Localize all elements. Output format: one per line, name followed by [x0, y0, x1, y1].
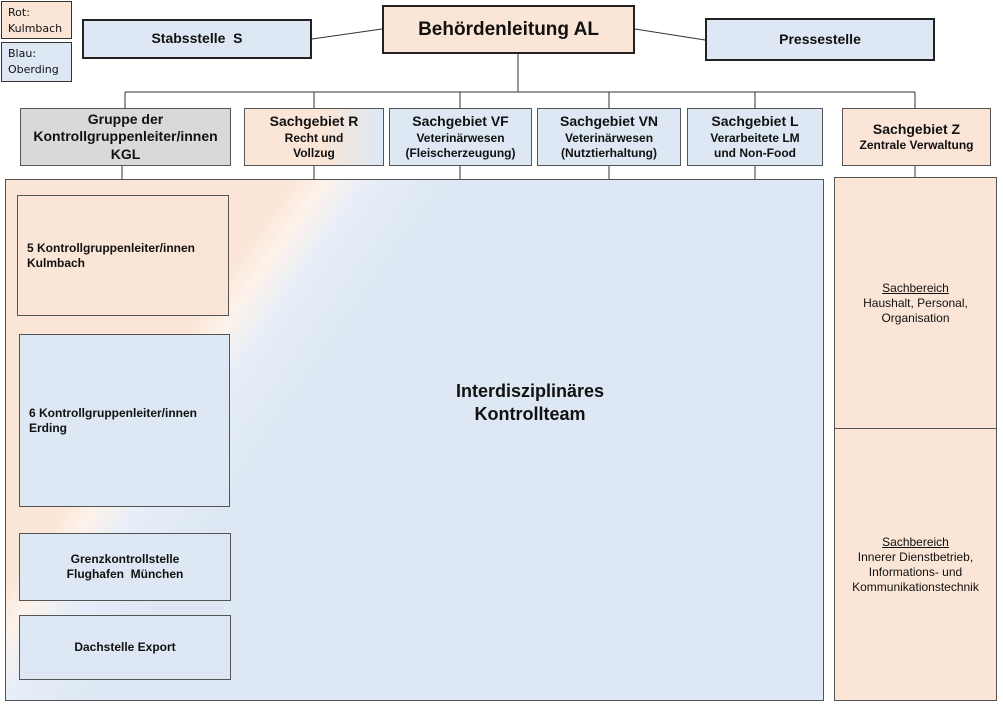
- dept-vf-line2: (Fleischerzeugung): [405, 145, 516, 160]
- kgl-box: Gruppe der Kontrollgruppenleiter/innen K…: [20, 108, 231, 166]
- group-erding-line2: Erding: [29, 420, 67, 435]
- export-box: Dachstelle Export: [19, 615, 231, 680]
- z-area-1-heading: Sachbereich: [882, 280, 949, 295]
- leadership-box: Behördenleitung AL: [382, 5, 635, 54]
- dept-l-title: Sachgebiet L: [711, 113, 799, 130]
- staff-unit-box: Stabsstelle S: [82, 19, 312, 59]
- dept-vf-title: Sachgebiet VF: [412, 113, 509, 130]
- kgl-line2: Kontrollgruppenleiter/innen: [33, 128, 218, 145]
- kgl-line3: KGL: [110, 145, 141, 162]
- control-team-line2: Kontrollteam: [474, 403, 586, 424]
- z-area-2-line3: Kommunikationstechnik: [852, 579, 979, 594]
- legend-red-label: Rot:: [8, 6, 30, 19]
- dept-vn-line2: (Nutztierhaltung): [561, 145, 657, 160]
- z-area-2-line2: Informations- und: [868, 564, 963, 579]
- z-area-2-box: Sachbereich Innerer Dienstbetrieb, Infor…: [834, 428, 997, 701]
- z-area-1-line2: Organisation: [881, 310, 950, 325]
- control-team-label: Interdisziplinäres Kontrollteam: [330, 380, 730, 425]
- leadership-label: Behördenleitung AL: [418, 18, 599, 40]
- legend-blue-label: Blau:: [8, 47, 37, 60]
- dept-z-line1: Zentrale Verwaltung: [859, 138, 974, 153]
- dept-vn-line1: Veterinärwesen: [564, 130, 654, 145]
- border-control-box: Grenzkontrollstelle Flughafen München: [19, 533, 231, 601]
- dept-vf-line1: Veterinärwesen: [416, 130, 505, 145]
- dept-vn-title: Sachgebiet VN: [559, 113, 659, 130]
- legend-red-location: Kulmbach: [8, 21, 63, 35]
- z-area-1-line1: Haushalt, Personal,: [863, 295, 968, 310]
- staff-unit-label: Stabsstelle S: [151, 30, 243, 47]
- group-kulmbach-line2: Kulmbach: [27, 255, 86, 270]
- z-area-2-line1: Innerer Dienstbetrieb,: [857, 549, 974, 564]
- legend-oberding: Blau: Oberding: [1, 42, 72, 82]
- group-erding-box: 6 Kontrollgruppenleiter/innen Erding: [19, 334, 230, 507]
- legend-blue-location: Oberding: [8, 62, 59, 76]
- control-team-line1: Interdisziplinäres: [455, 381, 605, 401]
- dept-l-line1: Verarbeitete LM: [710, 130, 800, 145]
- dept-vf-box: Sachgebiet VF Veterinärwesen (Fleischerz…: [389, 108, 532, 166]
- press-office-label: Pressestelle: [779, 30, 861, 47]
- dept-r-box: Sachgebiet R Recht und Vollzug: [244, 108, 384, 166]
- dept-r-title: Sachgebiet R: [269, 113, 359, 130]
- z-area-2-heading: Sachbereich: [882, 534, 949, 549]
- dept-vn-box: Sachgebiet VN Veterinärwesen (Nutztierha…: [537, 108, 681, 166]
- dept-r-line1: Recht und: [284, 130, 344, 145]
- border-control-line2: Flughafen München: [66, 567, 184, 581]
- group-kulmbach-box: 5 Kontrollgruppenleiter/innen Kulmbach: [17, 195, 229, 316]
- kgl-line1: Gruppe der: [87, 110, 164, 127]
- group-erding-line1: 6 Kontrollgruppenleiter/innen: [29, 405, 198, 420]
- z-area-1-box: Sachbereich Haushalt, Personal, Organisa…: [834, 177, 997, 429]
- group-kulmbach-line1: 5 Kontrollgruppenleiter/innen: [27, 240, 196, 255]
- press-office-box: Pressestelle: [705, 18, 935, 61]
- dept-z-box: Sachgebiet Z Zentrale Verwaltung: [842, 108, 991, 166]
- dept-r-line2: Vollzug: [293, 145, 335, 160]
- border-control-line1: Grenzkontrollstelle: [70, 552, 180, 566]
- export-label: Dachstelle Export: [74, 640, 176, 654]
- dept-l-line2: und Non-Food: [714, 145, 796, 160]
- dept-l-box: Sachgebiet L Verarbeitete LM und Non-Foo…: [687, 108, 823, 166]
- dept-z-title: Sachgebiet Z: [872, 120, 961, 137]
- legend-kulmbach: Rot: Kulmbach: [1, 1, 72, 39]
